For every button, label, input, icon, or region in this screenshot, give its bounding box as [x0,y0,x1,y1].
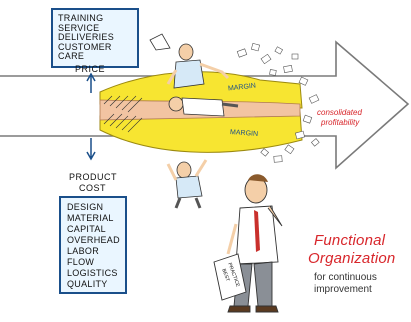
box-line-capital: CAPITAL [67,224,106,234]
box-line-customer-care: CUSTOMER CARE [58,41,112,62]
yellow-band-bottom [99,111,303,153]
subtitle-line1: for continuous [314,272,377,283]
box-line-material: MATERIAL [67,213,114,223]
product-cost-label-line1: PRODUCT [69,172,117,182]
box-line-labor: LABOR [67,246,100,256]
hatch-lines [103,95,143,133]
best-practice-sign [213,253,247,301]
figure-bottom [166,159,208,209]
price-up-arrow [86,72,96,93]
figure-top [149,33,230,89]
box-line-overhead: OVERHEAD [67,235,120,245]
cost-down-arrow [86,138,96,161]
consolidated-label: consolidated [317,108,362,117]
profitability-label: profitability [321,118,360,127]
box-line-quality: QUALITY [67,279,108,289]
top-services-box: TRAINING SERVICE DELIVERIES CUSTOMER CAR… [51,8,139,68]
box-line-training: TRAINING [58,13,104,23]
figure-middle [168,96,239,117]
box-line-flow: FLOW [67,257,95,267]
box-line-design: DESIGN [67,202,104,212]
title-organization: Organization [308,250,396,267]
yellow-band-top [99,71,303,109]
bottom-costs-box: DESIGN MATERIAL CAPITAL OVERHEAD LABOR F… [59,196,127,294]
product-cost-label-line2: COST [79,183,107,193]
box-line-deliveries: DELIVERIES [58,32,115,43]
box-line-logistics: LOGISTICS [67,268,118,278]
price-label: PRICE [75,64,106,74]
flying-papers [236,42,320,163]
title-functional: Functional [314,232,386,249]
box-line-service: SERVICE [58,22,100,33]
subtitle-line2: improvement [314,284,372,295]
